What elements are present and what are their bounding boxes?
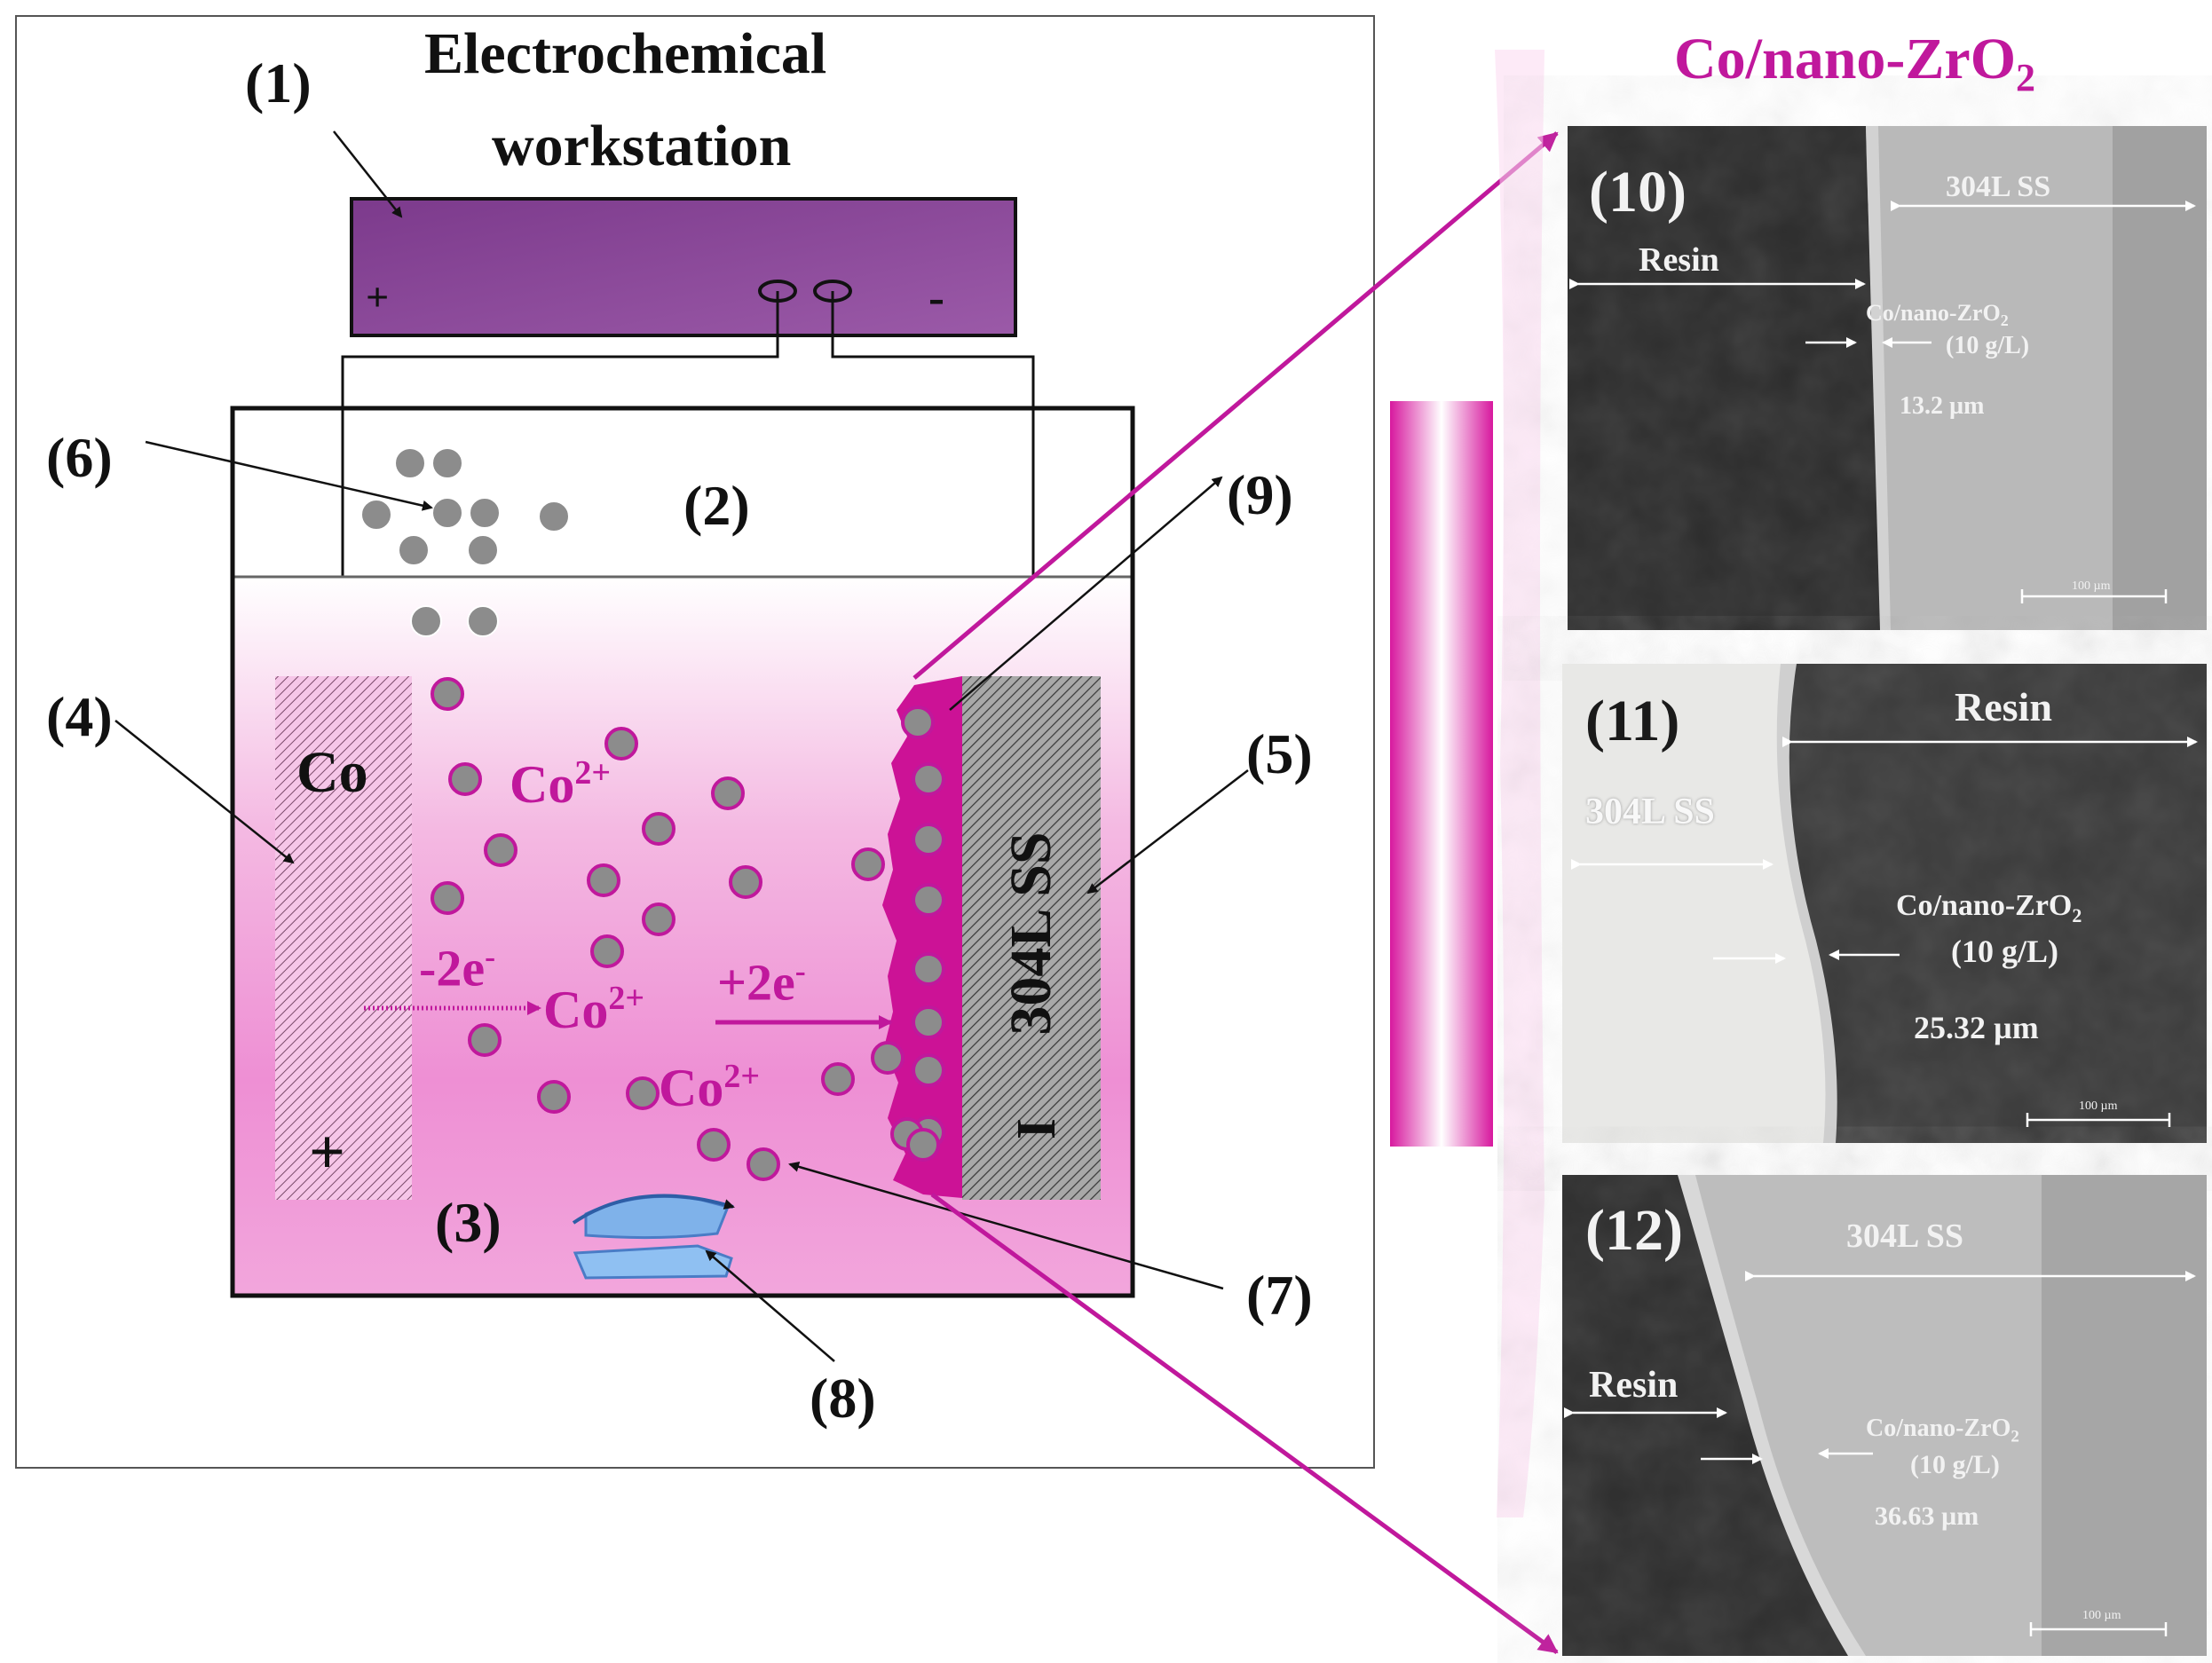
electron-label-plus: +2e-: [717, 953, 806, 1012]
nanoparticle: [410, 605, 442, 637]
panel-12-substrate: 304L SS: [1846, 1218, 1964, 1255]
panel-10-resin: Resin: [1639, 241, 1719, 279]
title-line-1: Electrochemical: [424, 21, 827, 86]
panel-12-scale: 100 µm: [2082, 1609, 2121, 1622]
panel-10-id: (10): [1589, 160, 1687, 225]
panel-12-coating-2: (10 g/L): [1910, 1450, 2000, 1479]
wire-cathode: [831, 291, 1035, 676]
coated-nanoparticle: [484, 833, 517, 867]
anode-sign: +: [309, 1116, 346, 1187]
nanoparticles: [360, 447, 945, 1181]
panel-12-thickness: 36.63 µm: [1875, 1501, 1979, 1531]
coated-nanoparticle: [626, 1076, 660, 1110]
nanoparticle: [398, 534, 430, 566]
nanoparticle: [467, 534, 499, 566]
panel-11-coating-2: (10 g/L): [1951, 934, 2058, 969]
anode-label: Co: [296, 740, 368, 805]
nanoparticle: [467, 605, 499, 637]
panel-10-coating-1: Co/nano-ZrO2: [1866, 300, 2009, 330]
ion-label-2: Co2+: [543, 980, 644, 1039]
coated-nanoparticle: [821, 1062, 855, 1096]
coated-nanoparticle: [729, 865, 762, 899]
callout-5: (5): [1246, 722, 1313, 785]
panel-11-coating-1: Co/nano-ZrO2: [1896, 889, 2082, 926]
cobalt-anode: [275, 676, 412, 1200]
coated-nanoparticle: [590, 934, 624, 968]
deposited-nanoparticle: [912, 952, 945, 986]
coated-nanoparticle: [711, 776, 745, 810]
panel-11-scale: 100 µm: [2079, 1099, 2118, 1113]
panel-11-thickness: 25.32 µm: [1914, 1010, 2039, 1045]
coated-nanoparticle: [604, 727, 638, 761]
callout-7: (7): [1246, 1264, 1313, 1327]
panel-11-resin: Resin: [1955, 684, 2052, 729]
coated-nanoparticle: [431, 677, 464, 711]
title-line-2: workstation: [492, 114, 792, 178]
workstation-plus: +: [366, 274, 390, 319]
coated-nanoparticle: [431, 881, 464, 915]
cathode-label: 304L SS: [999, 832, 1063, 1036]
deposited-nanoparticle: [912, 1005, 945, 1039]
deposited-nanoparticle: [912, 762, 945, 796]
panel-10-coating-2: (10 g/L): [1946, 332, 2030, 359]
cathode-sign: I: [1007, 1117, 1067, 1140]
callout-1: (1): [245, 51, 312, 114]
panel-12-coating-1: Co/nano-ZrO2: [1866, 1415, 2019, 1446]
panel-arrows: [1564, 201, 2198, 1636]
callout-8: (8): [810, 1367, 876, 1430]
deposited-nanoparticle: [912, 823, 945, 856]
coated-nanoparticle: [871, 1041, 905, 1075]
ion-label-3: Co2+: [659, 1058, 760, 1117]
coated-nanoparticle: [642, 902, 675, 936]
coated-nanoparticle: [747, 1147, 780, 1181]
workstation-minus: -: [928, 271, 944, 324]
electrochemical-workstation: [350, 197, 1017, 337]
panel-10-thickness: 13.2 µm: [1900, 392, 1985, 420]
panel-11-id: (11): [1585, 689, 1680, 753]
panel-10-substrate: 304L SS: [1946, 170, 2051, 203]
coated-nanoparticle: [697, 1128, 731, 1162]
callout-2: (2): [683, 474, 750, 537]
nanoparticle: [394, 447, 426, 479]
deposited-nanoparticle: [912, 1053, 945, 1087]
electrolytic-cell: [230, 406, 1135, 1298]
callout-4: (4): [46, 685, 113, 748]
coated-nanoparticle: [587, 863, 620, 897]
callout-9: (9): [1227, 463, 1293, 526]
gradient-bar: [1390, 401, 1493, 1147]
nanoparticle: [431, 447, 463, 479]
callout-6: (6): [46, 426, 113, 489]
electron-label-minus: -2e-: [419, 939, 496, 997]
panel-12-id: (12): [1585, 1198, 1683, 1263]
deposited-nanoparticle: [906, 1128, 940, 1162]
callout-arrows: [115, 130, 1249, 1362]
nanoparticle: [538, 500, 570, 532]
callout-3: (3): [435, 1191, 502, 1254]
nanoparticle: [469, 497, 501, 529]
steel-cathode: [962, 676, 1101, 1200]
coated-nanoparticle: [537, 1080, 571, 1114]
wire-anode: [341, 291, 779, 674]
magnetic-stirrer: [572, 1194, 735, 1280]
panel-12-resin: Resin: [1589, 1365, 1679, 1406]
nanoparticle: [360, 499, 392, 531]
panel-10-scale: 100 µm: [2072, 579, 2111, 593]
coated-nanoparticle: [642, 812, 675, 846]
deposited-nanoparticle: [912, 883, 945, 917]
panel-11-substrate: 304L SS: [1585, 792, 1715, 832]
coated-nanoparticle: [468, 1023, 502, 1057]
ion-label-1: Co2+: [510, 754, 611, 814]
deposited-nanoparticle: [901, 705, 935, 739]
deposited-nanoparticle: [851, 847, 885, 881]
bracket-shape: [1495, 50, 1544, 1517]
right-title: Co/nano-ZrO2: [1674, 27, 2036, 100]
zoom-arrow-bottom: [930, 1192, 1559, 1655]
nanoparticle: [431, 497, 463, 529]
coated-nanoparticle: [448, 762, 482, 796]
zoom-arrow-top: [912, 131, 1559, 680]
